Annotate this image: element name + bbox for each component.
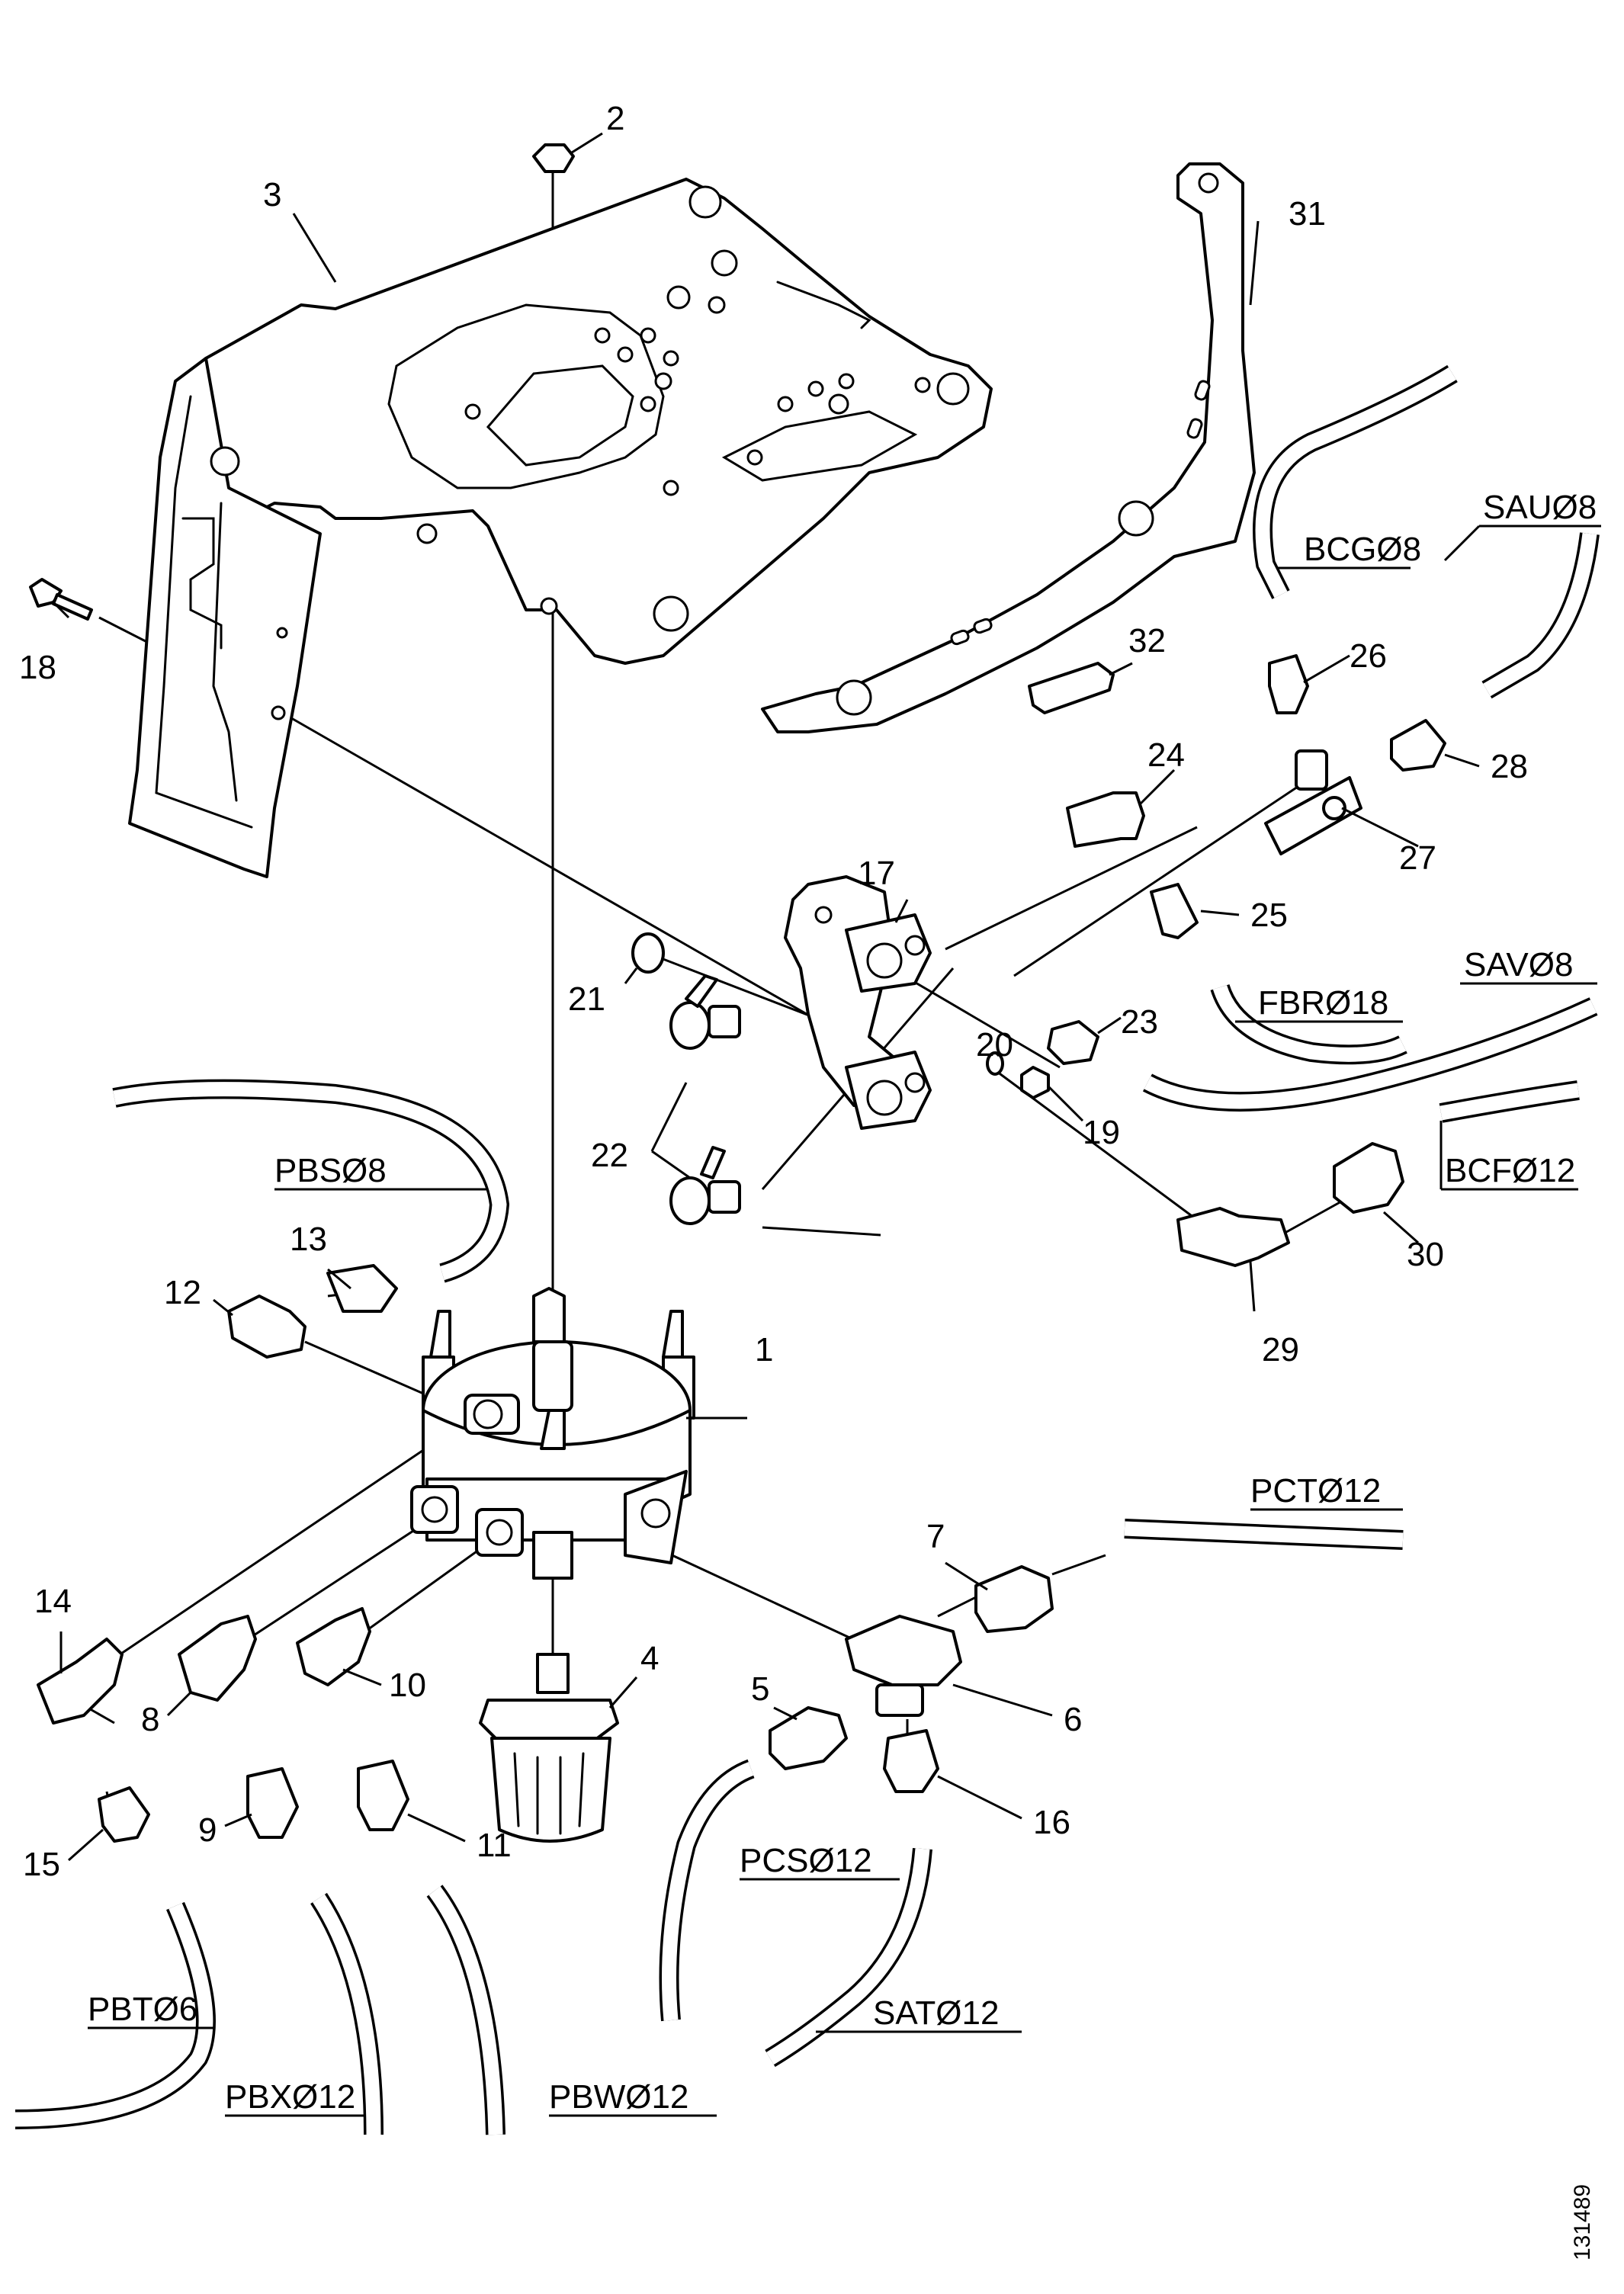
pipe-code-pcs: PCSØ12 <box>740 1842 872 1879</box>
fittings <box>29 143 1446 1843</box>
pipes <box>14 364 1600 2135</box>
callout-15: 15 <box>23 1846 60 1883</box>
pipe-code-sat: SATØ12 <box>873 1994 999 2032</box>
callout-26: 26 <box>1350 637 1387 675</box>
callout-1: 1 <box>755 1331 773 1368</box>
pipe-code-pbx: PBXØ12 <box>225 2078 355 2116</box>
fitting-12 <box>227 1295 307 1359</box>
elbow-24 <box>1066 791 1145 848</box>
callout-7: 7 <box>926 1518 945 1555</box>
pipe-code-pbt: PBTØ6 <box>88 1991 197 2028</box>
callout-23: 23 <box>1121 1003 1158 1041</box>
pipe-code-bcf: BCFØ12 <box>1445 1152 1575 1189</box>
valve-bracket <box>784 875 932 1130</box>
callout-25: 25 <box>1250 897 1288 934</box>
bolt-18-shank <box>52 593 93 621</box>
drain-tap-22a <box>669 1001 711 1050</box>
pipe-code-bcg: BCGØ8 <box>1304 531 1421 568</box>
nut-13 <box>326 1264 398 1313</box>
nut-28 <box>1390 719 1446 772</box>
callout-29: 29 <box>1262 1331 1299 1368</box>
callout-22: 22 <box>591 1137 628 1174</box>
elbow-14 <box>37 1638 124 1725</box>
pipe-code-pbw: PBWØ12 <box>549 2078 688 2116</box>
callout-4: 4 <box>640 1640 659 1677</box>
clip <box>1028 662 1115 714</box>
tee-6 <box>845 1615 962 1686</box>
bracket-plate <box>128 178 993 878</box>
nut-9 <box>246 1767 299 1839</box>
callout-16: 16 <box>1033 1804 1070 1841</box>
nut-2 <box>532 143 575 173</box>
callout-28: 28 <box>1491 748 1528 785</box>
relay-valve <box>410 1287 695 1580</box>
pipe-code-sau: SAUØ8 <box>1483 489 1597 526</box>
callout-6: 6 <box>1064 1701 1082 1738</box>
callout-30: 30 <box>1407 1236 1444 1273</box>
callout-9: 9 <box>198 1811 217 1849</box>
nut-16 <box>883 1729 939 1793</box>
drain-tap-22b <box>669 1176 711 1225</box>
callout-19: 19 <box>1083 1114 1120 1151</box>
callout-21: 21 <box>568 980 605 1018</box>
nut-5 <box>769 1706 848 1770</box>
callout-31: 31 <box>1289 195 1326 233</box>
elbow-29 <box>1176 1207 1290 1267</box>
drawing-number: 131489 <box>1570 2184 1595 2260</box>
callout-18: 18 <box>19 649 56 686</box>
callout-20: 20 <box>976 1026 1013 1064</box>
callout-13: 13 <box>290 1221 327 1258</box>
nut-25 <box>1150 883 1199 939</box>
plug-21 <box>631 932 665 974</box>
nut-11 <box>357 1760 409 1831</box>
callout-12: 12 <box>164 1274 201 1311</box>
callout-11: 11 <box>477 1827 512 1864</box>
callout-2: 2 <box>606 100 624 137</box>
callout-leaders <box>52 132 1480 1862</box>
elbow-10 <box>296 1607 371 1686</box>
callout-27: 27 <box>1399 839 1436 877</box>
callout-numbers: 1 2 3 4 5 6 7 8 9 10 11 12 13 14 15 16 1… <box>19 100 1528 1883</box>
nut-19 <box>1020 1066 1050 1099</box>
support-strap <box>761 162 1256 733</box>
pipe-code-sav: SAVØ8 <box>1464 946 1573 983</box>
nut-26 <box>1268 654 1309 714</box>
connector-23 <box>1047 1020 1099 1065</box>
pipe-codes: BCGØ8 SAUØ8 FBRØ18 SAVØ8 BCFØ12 PBSØ8 PC… <box>88 489 1597 2116</box>
callout-32: 32 <box>1128 622 1166 659</box>
code-leaders <box>88 525 1601 2117</box>
pipe-code-pct: PCTØ12 <box>1250 1472 1381 1510</box>
nut-15 <box>98 1786 150 1843</box>
callout-3: 3 <box>263 176 281 213</box>
callout-10: 10 <box>389 1667 426 1704</box>
elbow-8 <box>178 1615 257 1702</box>
pipe-code-fbr: FBRØ18 <box>1258 984 1388 1022</box>
nut-7 <box>974 1565 1054 1633</box>
callout-17: 17 <box>858 855 895 892</box>
callout-14: 14 <box>34 1583 72 1620</box>
nut-30 <box>1333 1142 1404 1214</box>
silencer <box>479 1653 619 1843</box>
callout-24: 24 <box>1147 736 1185 774</box>
callout-8: 8 <box>141 1701 159 1738</box>
pipe-code-pbs: PBSØ8 <box>274 1152 387 1189</box>
callout-5: 5 <box>751 1670 769 1708</box>
